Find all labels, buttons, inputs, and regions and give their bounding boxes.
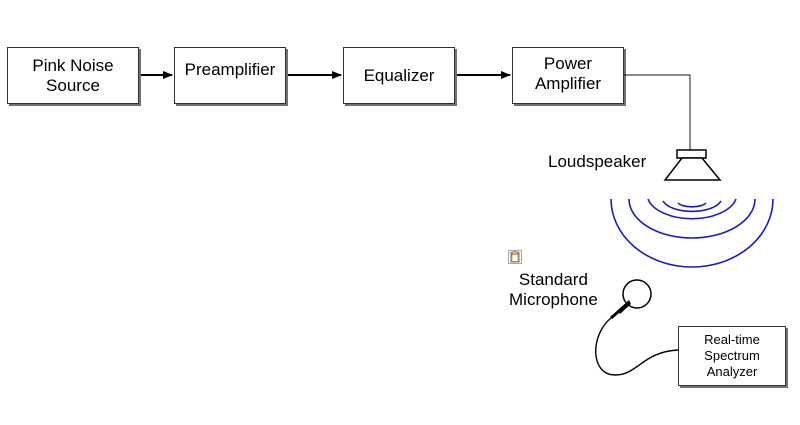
power-amplifier-block: Power Amplifier bbox=[512, 47, 624, 104]
microphone-label: Standard Microphone bbox=[509, 270, 598, 309]
sound-wave-1 bbox=[677, 202, 707, 208]
amp-to-speaker-wire bbox=[624, 74, 691, 150]
clipboard-icon[interactable] bbox=[508, 250, 522, 264]
preamplifier-block: Preamplifier bbox=[174, 47, 286, 104]
loudspeaker-icon bbox=[663, 149, 722, 181]
sound-wave-2 bbox=[662, 200, 722, 213]
pink-noise-source-block: Pink Noise Source bbox=[7, 47, 139, 104]
sound-wave-5 bbox=[610, 198, 774, 268]
equalizer-block: Equalizer bbox=[343, 47, 455, 104]
sound-wave-4 bbox=[628, 198, 756, 239]
sound-waves bbox=[610, 198, 774, 268]
sound-wave-3 bbox=[647, 198, 737, 220]
loudspeaker-label: Loudspeaker bbox=[548, 152, 647, 171]
mic-cable bbox=[595, 317, 679, 376]
microphone-icon bbox=[610, 279, 652, 320]
spectrum-analyzer-block: Real-time Spectrum Analyzer bbox=[678, 326, 786, 386]
